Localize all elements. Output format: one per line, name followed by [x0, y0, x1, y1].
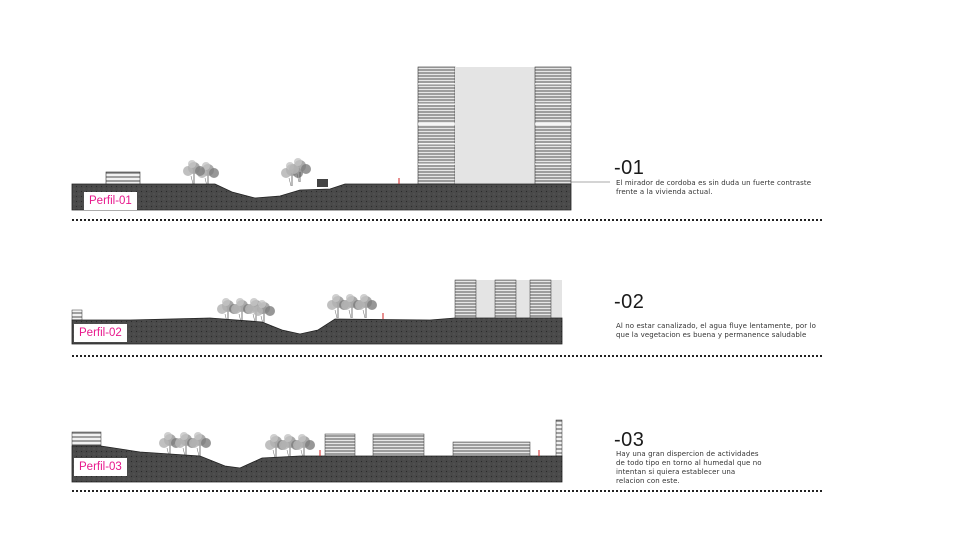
- section-description-02: Al no estar canalizado, el agua fluye le…: [616, 322, 817, 339]
- profile-03-drawing: [71, 419, 563, 483]
- block-c: [529, 279, 552, 319]
- section-number-02: -02: [614, 291, 645, 313]
- building-2: [372, 433, 425, 457]
- profile-tag-01: Perfil-01: [84, 192, 137, 210]
- building-3: [452, 441, 531, 457]
- section-description-03: Hay una gran dispercion de actividades d…: [616, 450, 762, 485]
- profile-01-drawing: [71, 66, 610, 211]
- profile-02-drawing: [71, 279, 563, 345]
- section-description-01: El mirador de cordoba es sin duda un fue…: [616, 179, 812, 196]
- left-building: [71, 431, 102, 447]
- small-building: [105, 171, 141, 186]
- terrain-01: [71, 183, 572, 211]
- profile-tag-02: Perfil-02: [74, 324, 127, 342]
- divider-03: [72, 490, 822, 492]
- divider-01: [72, 219, 822, 221]
- pole-building: [555, 419, 563, 457]
- building-1: [324, 433, 356, 457]
- block-b: [494, 279, 517, 319]
- tower-courtyard: [455, 67, 535, 184]
- divider-02: [72, 355, 822, 357]
- section-number-01: -01: [614, 157, 645, 179]
- terrain-03: [71, 445, 563, 483]
- edge-building: [71, 309, 83, 321]
- terrain-02: [71, 317, 563, 345]
- section-number-03: -03: [614, 429, 645, 451]
- profile-tag-03: Perfil-03: [74, 458, 127, 476]
- block-a: [454, 279, 477, 319]
